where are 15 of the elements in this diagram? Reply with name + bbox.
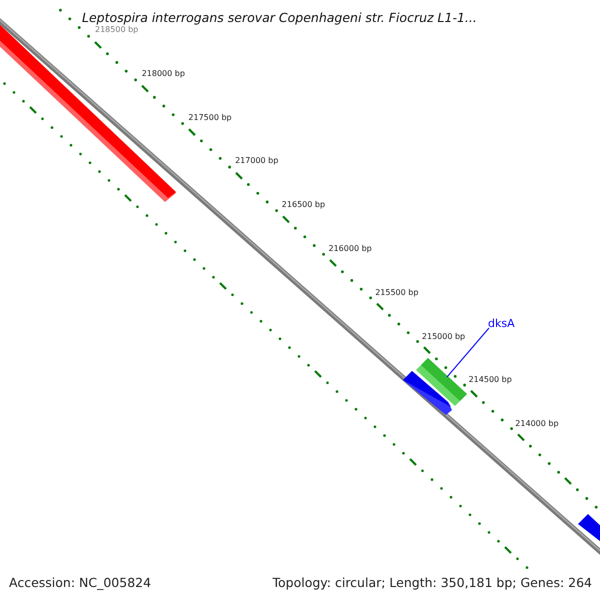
tick-label: 216000 bp — [328, 244, 372, 253]
gene-label: dksA — [488, 317, 515, 330]
tick-label: 218500 bp — [95, 25, 138, 34]
leader-line — [446, 328, 490, 378]
info-text: Topology: circular; Length: 350,181 bp; Genes: 264 — [272, 575, 592, 590]
gene-bar — [416, 358, 467, 406]
tick-label: 217000 bp — [235, 156, 278, 166]
tick-label: 214000 bp — [515, 419, 559, 428]
tick-label: 215000 bp — [422, 332, 466, 341]
tick-label: 217500 bp — [188, 112, 232, 122]
tick-label: 215500 bp — [375, 288, 418, 297]
title: Leptospira interrogans serovar Copenhageni str. Fiocruz L1-1... — [82, 10, 477, 25]
info-text: Accession: NC_005824 — [9, 575, 152, 590]
tick-label: 218000 bp — [142, 68, 185, 78]
tick-label: 216500 bp — [282, 200, 326, 210]
